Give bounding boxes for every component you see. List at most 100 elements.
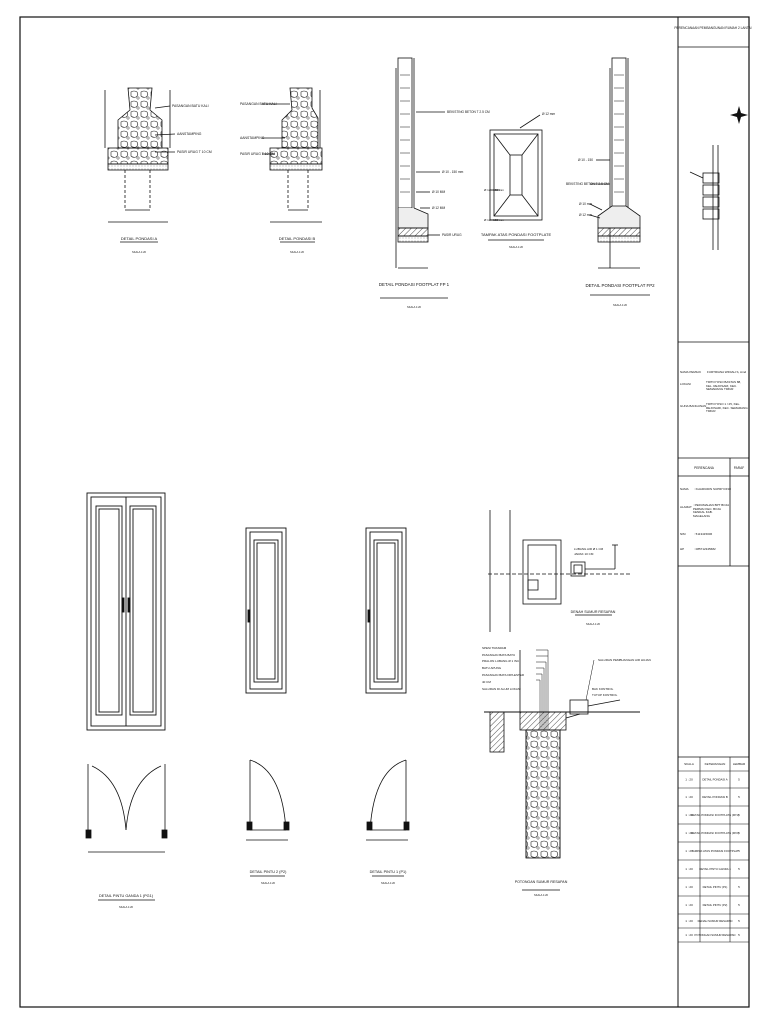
- fp2-title: DETAIL PONDASI FOOTPLAT FP2: [585, 283, 655, 288]
- fp1-label-2: Ø 10 - 150 mm: [442, 170, 464, 174]
- pondasi-a-label-2: AANSTAMPING: [177, 132, 202, 136]
- fp1-title: DETAIL PONDASI FOOTPLAT FP 1: [379, 282, 450, 287]
- sheet-list-table: [678, 757, 749, 943]
- door-pg1-plan: [85, 764, 168, 901]
- detail-pondasi-a: [104, 87, 176, 243]
- fp1-label-3: Ø 10 MM: [432, 190, 445, 194]
- sheet-list-cell: 5: [738, 903, 740, 907]
- sheet-list-cell: DETAIL PINTU (P1): [703, 885, 728, 889]
- sheet-list-cell: DETAIL PONDASI FOOTPLATE (FP2): [691, 831, 739, 835]
- sheet-list-header-2: LEMBAR: [733, 762, 746, 766]
- fp1-label-5: PASIR URUG: [442, 233, 462, 237]
- planner-value-1: : PERUMAHAN BPT BOJA PERMAI KEC. BOJA KE…: [693, 504, 729, 518]
- potongan-label-r3: TUTUP KONTROL: [592, 693, 618, 697]
- denah-label-1: LUBANG AIR Ø 1 CM: [574, 547, 604, 551]
- fp2-label-1: Ø 10 - 150: [578, 158, 593, 162]
- potongan-label-l6: 40 CM: [482, 680, 491, 684]
- p2-title: DETAIL PINTU 2 (P2): [250, 870, 287, 874]
- detail-footplat-fp1: [380, 57, 448, 299]
- detail-pondasi-b: [262, 87, 323, 243]
- p2-scale: SKALA 1:20: [261, 881, 276, 885]
- pondasi-b-title: DETAIL PONDASI B: [279, 236, 316, 241]
- door-p2-elevation: [245, 527, 287, 694]
- sheet-list-cell: TAMPAK ATAS PONDASI FOOTPLAT: [691, 849, 739, 853]
- project-header: PERENCANAAN PEMBANGUNAN RUMAH 2 LANTAI: [674, 26, 751, 30]
- planner-label-3: HP: [680, 547, 684, 551]
- pg1-title: DETAIL PINTU GANDA 1 (PG1): [99, 894, 154, 898]
- title-block: [678, 46, 749, 758]
- sheet-list-cell: 5: [738, 919, 740, 923]
- sheet-list-cell: DETAIL PINTU (P2): [703, 903, 728, 907]
- door-pg1-elevation: [86, 492, 166, 731]
- detail-footplat-fp2: [589, 57, 650, 296]
- key-plan: [689, 145, 720, 250]
- sheet-list-cell: DETAIL PONDASI A: [702, 778, 727, 782]
- sheet-list-cell: POTONGAN SUMUR RESAPAN: [695, 933, 736, 937]
- sheet-list-cell: 1 : 20: [685, 885, 693, 889]
- pondasi-a-title: DETAIL PONDASI A: [121, 236, 158, 241]
- sheet-list-header-1: KETERANGAN: [705, 762, 726, 766]
- fp1-label-4: Ø 12 MM: [432, 206, 445, 210]
- tampak-label-2: Ø 12 - 150 mm: [484, 188, 505, 192]
- tampak-label-3: Ø 12 - 150 mm: [484, 218, 505, 222]
- text-layer: PERENCANAAN PEMBANGUNAN RUMAH 2 LANTAI P…: [99, 26, 752, 909]
- denah-sumur-resapan: [488, 510, 630, 632]
- sheet-list-cell: 1 : 20: [685, 813, 693, 817]
- paraf-header: PARAF: [734, 466, 744, 470]
- fp1-label-1: BEKISTING BETON T 2.5 CM: [447, 110, 490, 114]
- pondasi-b-label-3: PASIR URUG T 10 CM: [240, 152, 275, 156]
- fp2-scale: SKALA 1:20: [613, 303, 628, 307]
- sheet-list-cell: 1 : 20: [685, 867, 693, 871]
- potongan-label-l4: BATU APUNG: [482, 666, 502, 670]
- info-label-2: GUNA BANGUNAN: [680, 404, 706, 408]
- sheet-list-cell: DETAIL PONDASI B: [702, 795, 728, 799]
- info-label-1: LOKASI: [680, 382, 691, 386]
- fp2-label-2: BEKISTING BETON T 2.5 CM: [566, 182, 609, 186]
- planner-value-0: : KHAIRUDIN SUPRIYONO: [694, 487, 732, 491]
- planner-header: PERENCANA: [694, 466, 715, 470]
- sheet-list-cell: DETAIL PINTU GANDA 1: [699, 867, 731, 871]
- potongan-label-r1: SALURAN PEMBUANGAN AIR HUJAN: [598, 658, 651, 662]
- potongan-label-l5: PASANGAN BATA DIPLESTER: [482, 673, 525, 677]
- p1-title: DETAIL PINTU 1 (P1): [370, 870, 407, 874]
- sheet-list-cell: 5: [738, 795, 740, 799]
- sheet-list-cell: 1 : 20: [685, 849, 693, 853]
- sheet-list-cell: 5: [738, 813, 740, 817]
- planner-value-3: : 085712345682: [694, 547, 716, 551]
- denah-title: DENAH SUMUR RESAPAN: [571, 610, 616, 614]
- potongan-label-l3: PRALON LUBANG Ø 1 INC: [482, 659, 520, 663]
- sheet-list-cell: 1 : 20: [685, 933, 693, 937]
- denah-scale: SKALA 1:20: [586, 622, 601, 626]
- tampak-title: TAMPAK ATAS PONDASI FOOTPLATE: [481, 232, 552, 237]
- potongan-title: POTONGAN SUMUR RESAPAN: [515, 880, 568, 884]
- door-p1-plan: [366, 759, 410, 877]
- north-arrow-icon: [730, 106, 748, 124]
- sheet-list-cell: 1 : 20: [685, 831, 693, 835]
- sheet-list-cell: 1 : 20: [685, 903, 693, 907]
- tampak-atas-footplate: [488, 114, 544, 241]
- planner-label-2: NIM: [680, 532, 686, 536]
- sheet-list-cell: 1 : 20: [685, 795, 693, 799]
- sheet-list-cell: 1 : 20: [685, 778, 693, 782]
- fp2-label-4: Ø 12 mm: [579, 213, 592, 217]
- potongan-label-l7: SALURAN DI ALUM LOKASI: [482, 687, 521, 691]
- sheet-list-cell: DENAH SUMUR RESAPAN: [698, 919, 733, 923]
- info-label-0: NAMA PEMILIK: [680, 370, 701, 374]
- sheet-list-cell: 1 : 20: [685, 919, 693, 923]
- door-p2-plan: [246, 759, 290, 877]
- sheet-list-cell: 5: [738, 778, 740, 782]
- info-value-1: TIRTOYOSO BASTAS 88, KEL. REJOSARI, KEC.…: [706, 381, 742, 392]
- fp2-label-3: Ø 10 mm: [579, 202, 592, 206]
- planner-value-2: : 5113415006: [694, 532, 712, 536]
- info-value-2: TIRTOYOSO 1 / 25, KEL. REJOSARI, KEC. SE…: [706, 403, 748, 414]
- door-p1-elevation: [365, 527, 407, 694]
- pg1-scale: SKALA 1:20: [119, 905, 134, 909]
- pondasi-a-scale: SKALA 1:20: [132, 250, 147, 254]
- tampak-scale: SKALA 1:20: [509, 245, 524, 249]
- sheet-list-header-0: SKALA: [684, 762, 694, 766]
- pondasi-b-label-1: PASANGAN BATU KALI: [240, 102, 277, 106]
- planner-label-0: NAMA: [680, 487, 689, 491]
- sheet-list-cell: 5: [738, 867, 740, 871]
